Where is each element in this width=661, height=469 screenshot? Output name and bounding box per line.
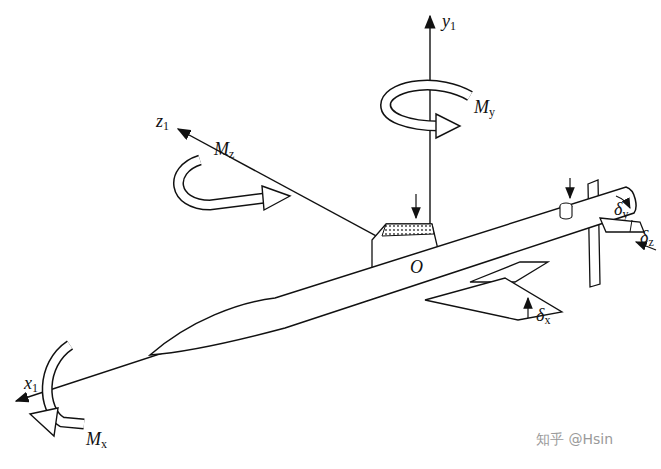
deflection-arrow [527,298,528,318]
axis-label: z1 [156,112,169,132]
deflection-arrow [415,194,416,218]
deflection-label: δx [536,306,550,326]
elevator [600,218,644,232]
deflection-label: δz [640,228,654,248]
axis-label: y1 [442,12,456,32]
moment-arrow [30,345,84,436]
wing [470,262,548,282]
moment-label: My [474,98,495,118]
moment-label: Mz [214,140,234,160]
axis-label: x1 [24,374,38,394]
fin-hatch [382,224,434,236]
moment-arrow [386,85,470,138]
watermark: 知乎 @Hsin [536,432,613,446]
origin-label: O [410,258,423,276]
missile-body [150,187,636,355]
deflection-label: δy [614,200,628,220]
moment-label: Mx [86,430,107,450]
moment-arrow [178,160,290,210]
